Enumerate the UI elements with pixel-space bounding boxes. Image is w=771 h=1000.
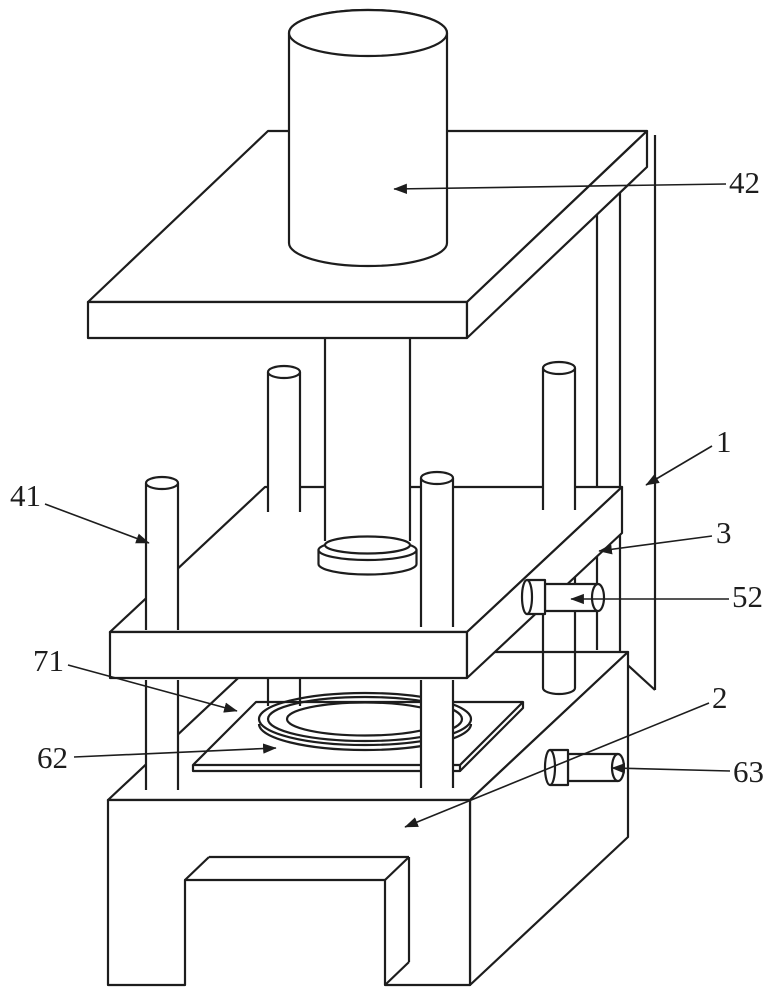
leader-line-42 — [393, 183, 727, 194]
leader-lines — [44, 183, 731, 828]
lower-plate — [191, 700, 525, 773]
pin52-collar-cap — [520, 578, 534, 616]
leader-line-62 — [73, 743, 277, 758]
base-block — [106, 650, 630, 987]
frame-column — [595, 135, 657, 691]
side-pin-52 — [520, 578, 606, 616]
label-62: 62 — [37, 740, 68, 775]
leader-line-63 — [611, 763, 731, 774]
lower-plate-right-edge — [459, 702, 525, 772]
hydraulic-cylinder — [287, 8, 449, 268]
press-column — [317, 338, 418, 576]
back-guide-posts — [266, 360, 577, 512]
label-63: 63 — [733, 754, 764, 789]
top-plate-right-face — [465, 129, 649, 340]
notch-left-depth-edge — [184, 856, 210, 881]
back-right-post-fill — [543, 368, 575, 510]
base-front-face — [106, 798, 472, 987]
label-2: 2 — [712, 680, 728, 715]
label-71: 71 — [33, 643, 64, 678]
front-right-post-top — [419, 470, 455, 486]
back-right-post-foot — [541, 687, 577, 696]
label-3: 3 — [716, 515, 732, 550]
notch-right-depth-edge — [384, 856, 410, 881]
side-pin-63 — [543, 748, 626, 787]
base-notch — [184, 855, 411, 986]
middle-plate-front-face — [108, 630, 469, 680]
pin52-end-cap — [590, 582, 606, 613]
back-right-post-top — [541, 360, 577, 376]
back-left-post-top — [266, 364, 302, 380]
front-right-post-lower-fill — [421, 678, 453, 788]
ring-bottom-arc — [257, 723, 473, 752]
seal-ring — [257, 691, 473, 752]
notch-bottom-depth-edge — [384, 961, 410, 986]
leader-line-2 — [404, 702, 710, 828]
label-42: 42 — [729, 165, 760, 200]
label-1: 1 — [716, 424, 732, 459]
reference-numerals: 42 1 41 3 52 71 2 62 63 — [10, 165, 764, 789]
ring-middle-ellipse — [266, 695, 464, 743]
pin52-body — [543, 582, 600, 613]
front-right-post-fill — [421, 478, 453, 627]
front-left-post-top — [144, 475, 180, 491]
leader-line-3 — [598, 535, 713, 555]
ring-outer-ellipse — [257, 691, 473, 747]
column-shaft-fill — [325, 338, 410, 541]
leader-line-1 — [645, 445, 713, 486]
cylinder-top-rim — [287, 8, 449, 58]
column-shaft-bottom-rim — [323, 535, 412, 555]
lower-plate-front-edge — [191, 765, 462, 773]
label-52: 52 — [732, 579, 763, 614]
front-left-post-fill — [146, 483, 178, 630]
front-left-post-lower-fill — [146, 678, 178, 790]
top-plate-front-face — [86, 300, 469, 340]
back-left-post-fill — [268, 372, 300, 512]
top-plate — [86, 129, 649, 340]
label-41: 41 — [10, 478, 41, 513]
front-post-lower-segments — [144, 678, 455, 790]
leader-line-41 — [44, 503, 150, 544]
leader-line-71 — [67, 664, 238, 713]
front-guide-posts — [144, 470, 455, 630]
